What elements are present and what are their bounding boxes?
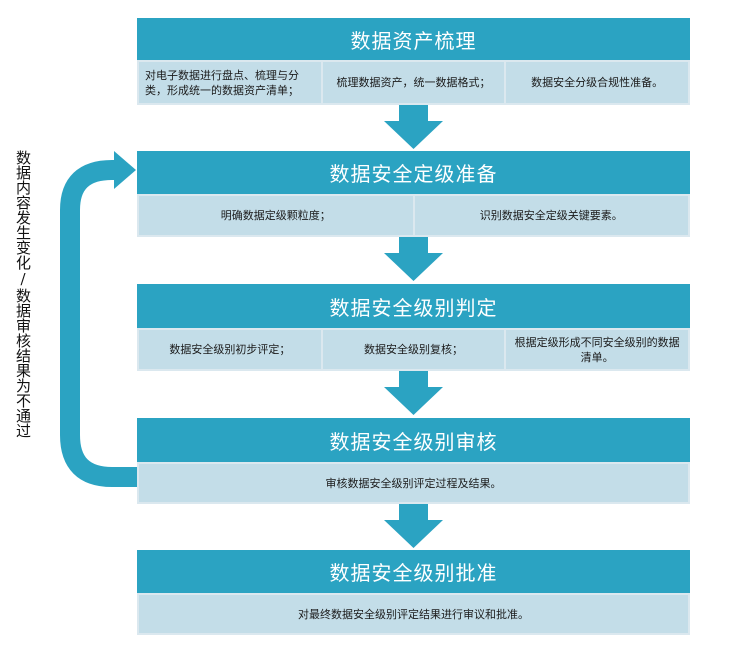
step-1-item-3: 数据安全分级合规性准备。 [506,62,689,103]
loop-condition-label: 数据内容发生变化/数据审核结果为不通过 [14,150,32,438]
step-2-item-1: 明确数据定级颗粒度； [139,196,413,235]
step-5-title: 数据安全级别批准 [137,550,690,593]
step-5-details: 对最终数据安全级别评定结果进行审议和批准。 [137,593,690,635]
step-1-title: 数据资产梳理 [137,18,690,60]
down-arrow-3 [384,371,443,415]
step-3-item-2: 数据安全级别复核； [322,330,505,369]
step-1-details: 对电子数据进行盘点、梳理与分类，形成统一的数据资产清单； 梳理数据资产，统一数据… [137,60,690,105]
loop-back-arrow [60,151,137,487]
step-4-item-1: 审核数据安全级别评定过程及结果。 [139,464,688,502]
step-1-item-2: 梳理数据资产，统一数据格式； [322,62,505,103]
step-3-item-3: 根据定级形成不同安全级别的数据清单。 [506,330,689,369]
step-5-item-1: 对最终数据安全级别评定结果进行审议和批准。 [139,595,688,633]
step-4-details: 审核数据安全级别评定过程及结果。 [137,462,690,504]
step-3-details: 数据安全级别初步评定； 数据安全级别复核； 根据定级形成不同安全级别的数据清单。 [137,328,690,371]
step-2-details: 明确数据定级颗粒度； 识别数据安全定级关键要素。 [137,194,690,237]
down-arrow-2 [384,237,443,281]
step-1-item-1: 对电子数据进行盘点、梳理与分类，形成统一的数据资产清单； [139,62,321,103]
down-arrow-4 [384,504,443,548]
step-4-title: 数据安全级别审核 [137,418,690,462]
step-3-title: 数据安全级别判定 [137,284,690,328]
step-3-item-1: 数据安全级别初步评定； [139,330,321,369]
step-2-item-2: 识别数据安全定级关键要素。 [414,196,688,235]
down-arrow-1 [384,105,443,149]
step-2-title: 数据安全定级准备 [137,151,690,194]
